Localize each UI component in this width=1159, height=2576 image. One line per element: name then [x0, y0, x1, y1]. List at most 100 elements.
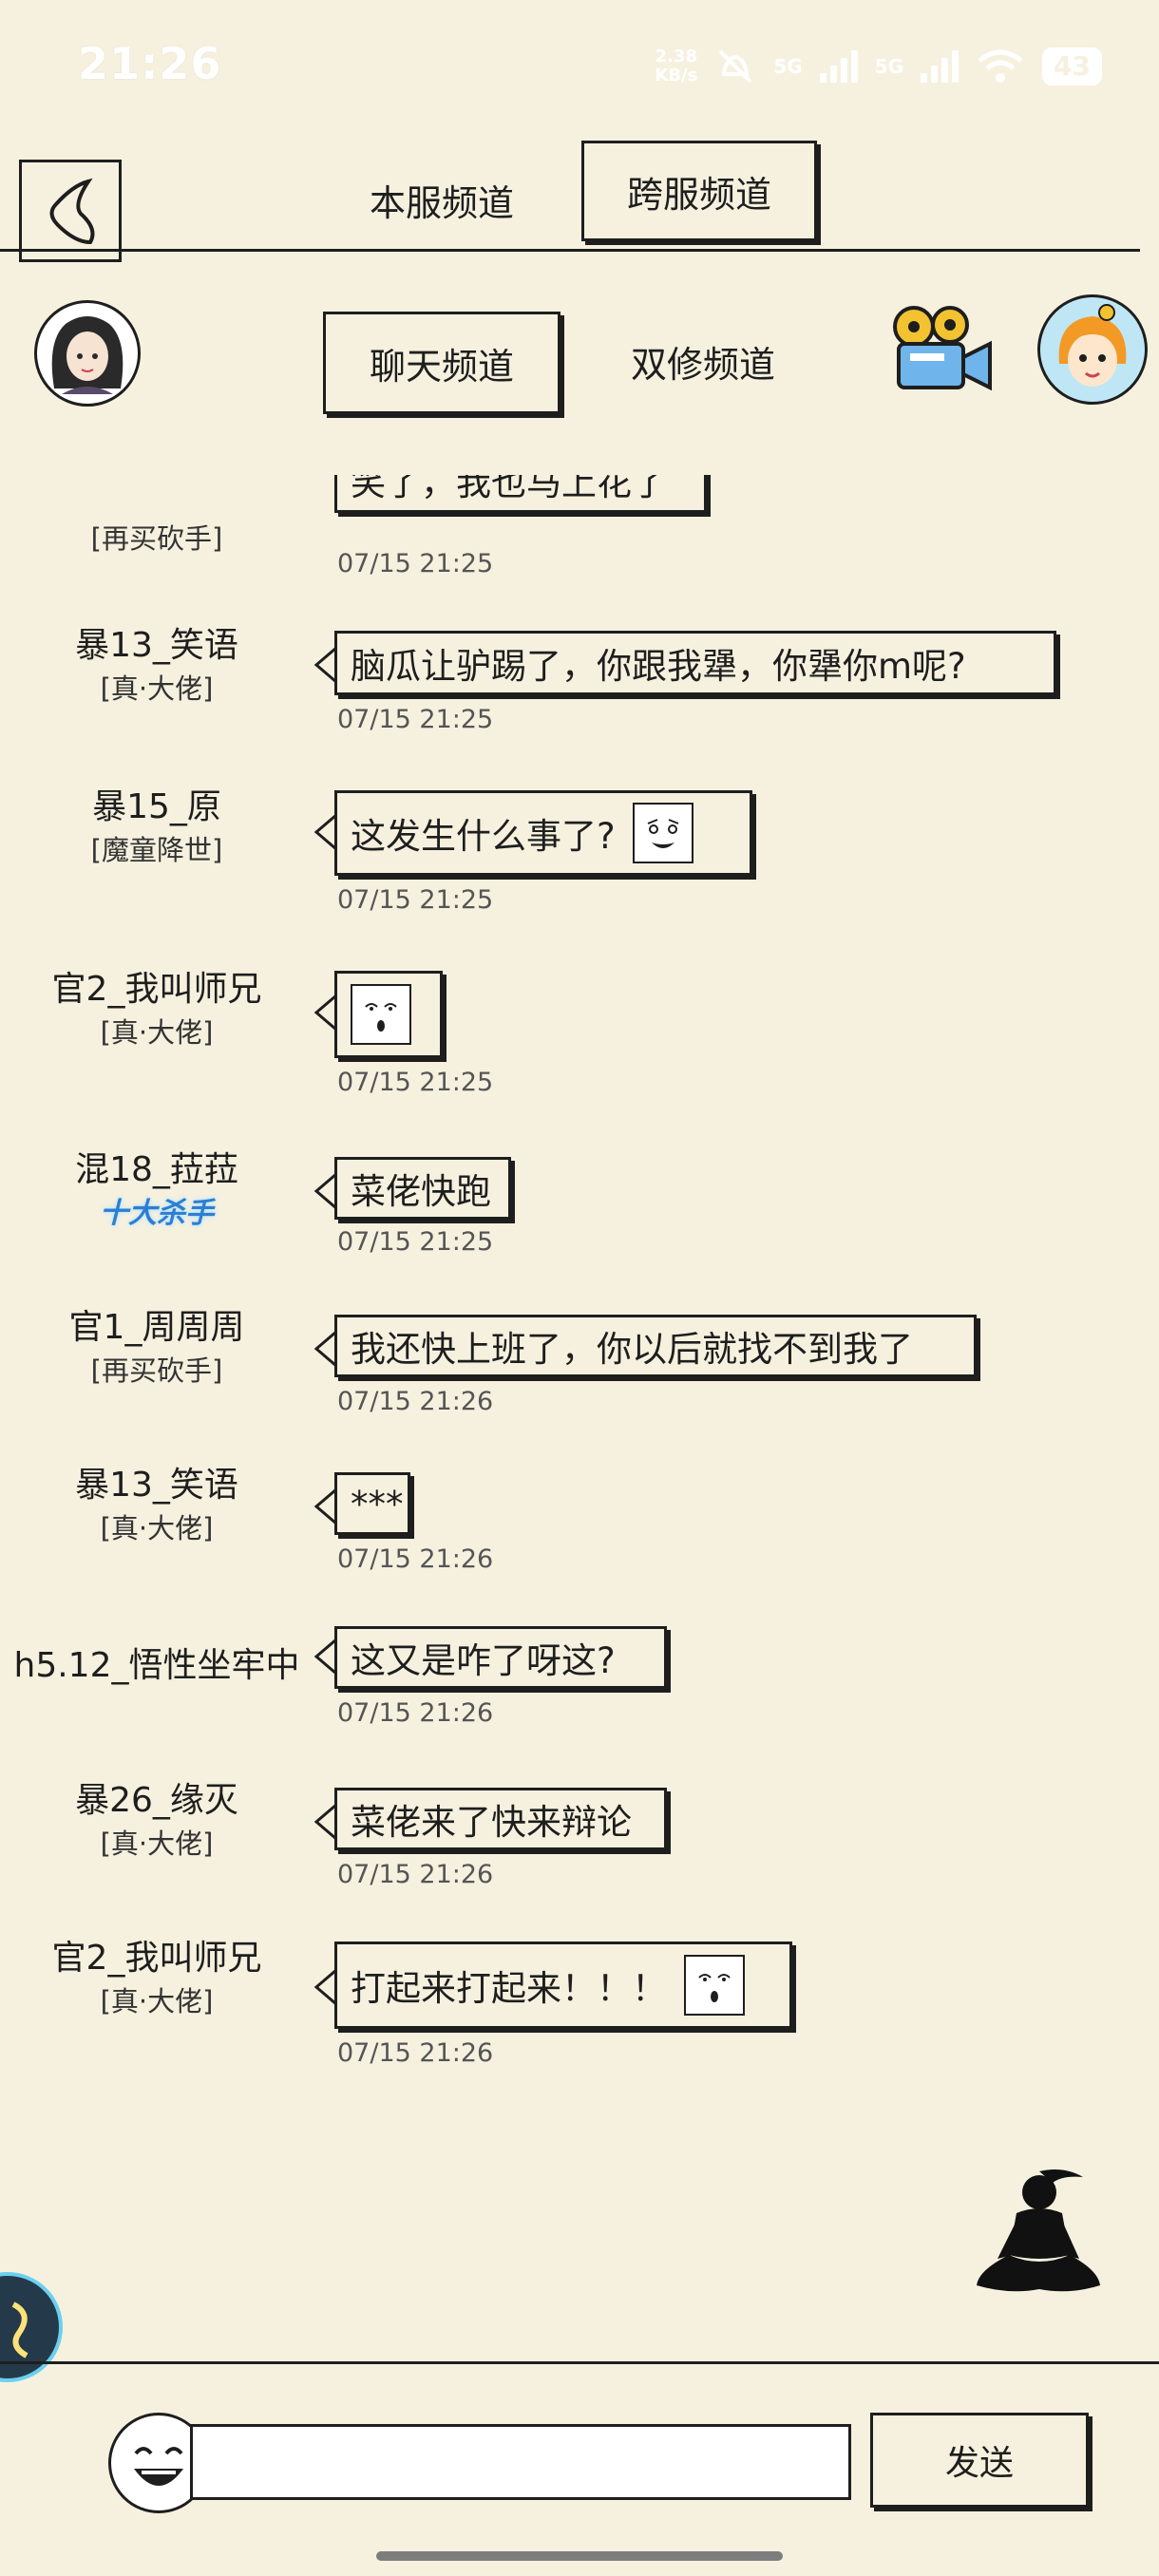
message-text: 笑了，我也马上花了 [351, 475, 667, 503]
chat-message: 官1_周周周 [再买砍手] 我还快上班了，你以后就找不到我了 07/15 21:… [0, 1299, 1159, 1423]
chat-message: 暴15_原 [魔童降世] 这发生什么事了? 07/15 21:25 [0, 779, 1159, 921]
bubble-tail [314, 1803, 336, 1841]
back-arrow-icon [49, 178, 95, 245]
message-bubble[interactable]: 这又是咋了呀这? [334, 1626, 667, 1689]
message-bubble[interactable] [334, 971, 443, 1058]
message-text: 打起来打起来！！！ [351, 1968, 667, 2009]
player-title: [真·大佬] [100, 1512, 214, 1544]
status-bar: 21:26 2.38 KB/s 5G 5G 43 [0, 0, 1159, 131]
message-time: 07/15 21:26 [337, 1698, 494, 1728]
message-time: 07/15 21:26 [337, 2038, 494, 2068]
wink-face-emoji-icon [684, 1955, 745, 2016]
signal-bars-icon [921, 50, 960, 83]
message-text: 脑瓜让驴踢了，你跟我犟，你犟你m呢? [351, 646, 966, 687]
sender-name[interactable]: 混18_菈菈 [75, 1150, 238, 1189]
footer-divider [0, 2361, 1159, 2364]
chat-message: 暴13_笑语 [真·大佬] *** 07/15 21:26 [0, 1457, 1159, 1581]
message-time: 07/15 21:26 [337, 1544, 494, 1574]
player-avatar[interactable] [34, 300, 141, 407]
floating-assistant-button[interactable] [0, 2272, 63, 2382]
assistant-logo-icon [11, 2301, 28, 2358]
player-title: [真·大佬] [100, 1016, 214, 1049]
smile-face-emoji-icon [632, 803, 694, 863]
bubble-tail [314, 1638, 336, 1676]
wifi-icon [978, 49, 1023, 83]
network-speed: 2.38 KB/s [655, 47, 698, 85]
chat-message: 混18_菈菈 十大杀手 菜佬快跑 07/15 21:25 [0, 1142, 1159, 1265]
player-title: [真·大佬] [100, 1985, 214, 2017]
chat-message: 暴13_笑语 [真·大佬] 脑瓜让驴踢了，你跟我犟，你犟你m呢? 07/15 2… [0, 617, 1159, 741]
bubble-tail [314, 994, 336, 1032]
avatar-npc-icon [1058, 304, 1127, 387]
message-bubble[interactable]: 菜佬来了快来辩论 [334, 1788, 667, 1850]
chat-message: 暴26_缘灭 [真·大佬] 菜佬来了快来辩论 07/15 21:26 [0, 1772, 1159, 1896]
sender-name[interactable]: 官1_周周周 [68, 1308, 245, 1347]
chat-message: 官2_我叫师兄 [真·大佬] 打起来打起来！！！ 07/15 21:26 [0, 1930, 1159, 2073]
player-title: [真·大佬] [100, 1828, 214, 1860]
signal-bars-icon [819, 50, 858, 83]
wink-face-emoji-icon [351, 984, 411, 1045]
message-time: 07/15 21:25 [337, 1227, 494, 1257]
chat-message: h5.12_悟性坐牢中 这又是咋了呀这? 07/15 21:26 [0, 1626, 1159, 1742]
player-title: [再买砍手] [90, 522, 223, 555]
message-bubble[interactable]: *** [334, 1472, 410, 1535]
message-time: 07/15 21:25 [337, 1068, 494, 1097]
back-button[interactable] [19, 160, 122, 262]
message-bubble[interactable]: 脑瓜让驴踢了，你跟我犟，你犟你m呢? [334, 631, 1056, 695]
message-time: 07/15 21:25 [337, 549, 494, 578]
message-bubble[interactable]: 这发生什么事了? [334, 790, 752, 876]
send-button[interactable]: 发送 [870, 2413, 1089, 2508]
message-bubble[interactable]: 打起来打起来！！！ [334, 1941, 792, 2029]
bubble-tail [314, 1968, 336, 2006]
message-bubble[interactable]: 我还快上班了，你以后就找不到我了 [334, 1315, 977, 1377]
tab-chat-channel[interactable]: 聊天频道 [323, 312, 560, 414]
message-text: 这又是咋了呀这? [351, 1640, 616, 1681]
tab-dual-cultivation-channel[interactable]: 双修频道 [630, 343, 775, 386]
message-time: 07/15 21:25 [337, 705, 494, 734]
avatar-girl-icon [51, 316, 124, 394]
sender-name[interactable]: 暴13_笑语 [75, 626, 238, 665]
bubble-tail [314, 1330, 336, 1368]
sender-name[interactable]: 官2_我叫师兄 [51, 970, 262, 1009]
chat-message: [再买砍手] 笑了，我也马上花了 07/15 21:25 [0, 475, 1159, 589]
message-time: 07/15 21:26 [337, 1387, 494, 1416]
meditating-figure-icon[interactable] [971, 2164, 1106, 2302]
network-type-2: 5G [874, 55, 904, 78]
bubble-tail [314, 1487, 336, 1525]
bubble-tail [314, 646, 336, 684]
sender-name[interactable]: h5.12_悟性坐牢中 [13, 1646, 300, 1685]
bubble-tail [314, 1172, 336, 1210]
header-divider [0, 249, 1140, 252]
status-icons: 2.38 KB/s 5G 5G 43 [655, 38, 1102, 95]
sender-name[interactable]: 暴15_原 [92, 787, 221, 826]
chat-input[interactable] [190, 2424, 851, 2500]
movie-camera-icon[interactable] [889, 302, 996, 397]
player-title: [再买砍手] [90, 1354, 223, 1387]
message-time: 07/15 21:26 [337, 1860, 494, 1889]
message-text: 我还快上班了，你以后就找不到我了 [351, 1329, 913, 1370]
sender-name[interactable]: 暴26_缘灭 [75, 1781, 238, 1820]
message-text: 菜佬来了快来辩论 [351, 1802, 632, 1843]
tab-local-server[interactable]: 本服频道 [369, 181, 514, 224]
player-title: [魔童降世] [90, 834, 223, 866]
status-time: 21:26 [78, 38, 222, 89]
message-text: 菜佬快跑 [351, 1171, 491, 1212]
message-text: *** [351, 1483, 404, 1525]
player-title: [真·大佬] [100, 672, 214, 705]
player-title-badge: 十大杀手 [100, 1197, 214, 1230]
message-text: 这发生什么事了? [351, 816, 616, 857]
message-bubble[interactable]: 菜佬快跑 [334, 1157, 511, 1220]
sender-name[interactable]: 暴13_笑语 [75, 1466, 238, 1505]
sender-name[interactable]: 官2_我叫师兄 [51, 1939, 262, 1978]
tab-cross-server[interactable]: 跨服频道 [581, 141, 817, 241]
battery-indicator: 43 [1042, 47, 1102, 85]
message-time: 07/15 21:25 [337, 885, 494, 915]
message-bubble[interactable]: 笑了，我也马上花了 [334, 475, 707, 513]
home-indicator[interactable] [376, 2551, 783, 2561]
bubble-tail [314, 813, 336, 851]
chat-message: 官2_我叫师兄 [真·大佬] 07/15 21:25 [0, 961, 1159, 1104]
network-type-1: 5G [773, 55, 803, 78]
laughing-face-icon [134, 2447, 183, 2486]
npc-avatar[interactable] [1037, 294, 1148, 405]
mute-bell-icon [718, 49, 752, 84]
